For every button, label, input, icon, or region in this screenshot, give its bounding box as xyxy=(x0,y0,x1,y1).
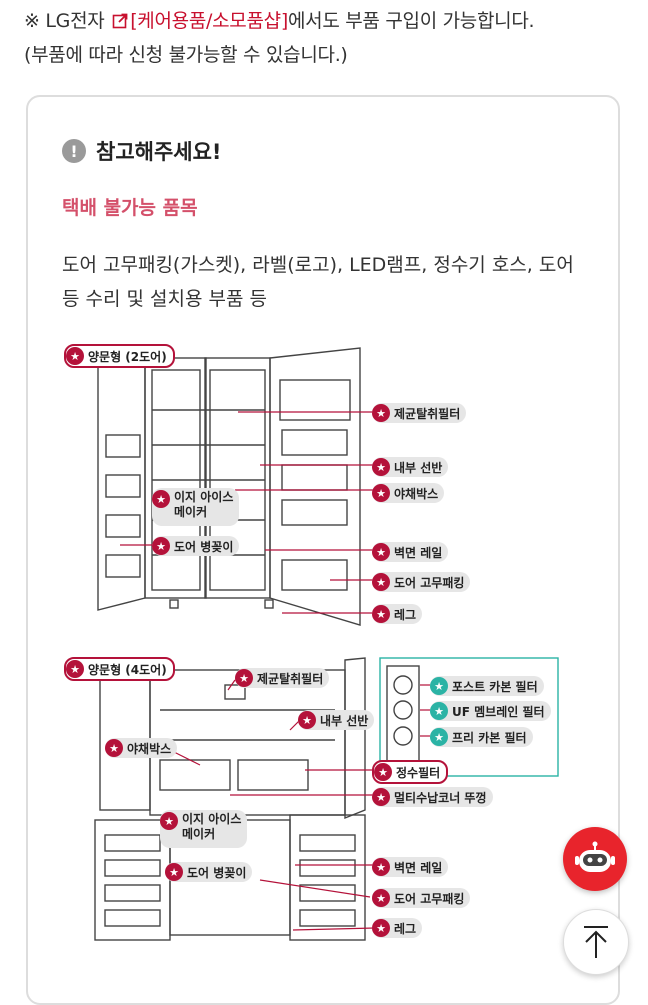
star-icon: ★ xyxy=(152,537,170,555)
star-icon: ★ xyxy=(152,490,170,508)
star-icon: ★ xyxy=(430,702,448,720)
intro-text: ※ LG전자 [케어용품/소모품샵]에서도 부품 구입이 가능합니다. (부품에… xyxy=(24,4,535,72)
callout-4door-leg: ★레그 xyxy=(372,918,423,938)
callout-4door-gasket: ★도어 고무패킹 xyxy=(372,888,471,908)
callout-2door-bottle: ★도어 병꽂이 xyxy=(152,536,240,556)
arrow-up-icon xyxy=(584,926,608,958)
star-icon: ★ xyxy=(372,484,390,502)
callout-2door-title: ★양문형 (2도어) xyxy=(64,344,175,368)
star-icon: ★ xyxy=(372,543,390,561)
star-icon: ★ xyxy=(160,812,178,830)
star-icon: ★ xyxy=(66,660,84,678)
fridge-illustration xyxy=(94,347,559,941)
callout-2door-veg: ★야채박스 xyxy=(372,483,445,503)
external-link-icon[interactable] xyxy=(112,13,128,29)
star-icon: ★ xyxy=(298,711,316,729)
star-icon: ★ xyxy=(372,858,390,876)
notice-heading: ! 참고해주세요! xyxy=(62,136,222,166)
callout-2door-filter: ★제균탈취필터 xyxy=(372,403,467,423)
chatbot-icon xyxy=(575,841,615,872)
star-icon: ★ xyxy=(66,347,84,365)
callout-4door-shelf: ★내부 선반 xyxy=(298,710,375,730)
star-icon: ★ xyxy=(372,889,390,907)
callout-2door-leg: ★레그 xyxy=(372,604,423,624)
callout-2door-rail: ★벽면 레일 xyxy=(372,542,449,562)
star-icon: ★ xyxy=(372,573,390,591)
notice-title: 참고해주세요! xyxy=(96,140,222,164)
star-icon: ★ xyxy=(105,739,123,757)
star-icon: ★ xyxy=(235,669,253,687)
callout-4door-rail: ★벽면 레일 xyxy=(372,857,449,877)
star-icon: ★ xyxy=(372,605,390,623)
callout-2door-shelf: ★내부 선반 xyxy=(372,457,449,477)
callout-4door-multi: ★멀티수납코너 뚜껑 xyxy=(372,787,493,807)
callout-4door-bottle: ★도어 병꽂이 xyxy=(165,862,253,882)
callout-4door-pre: ★프리 카본 필터 xyxy=(430,727,533,747)
star-icon: ★ xyxy=(374,763,392,781)
callout-4door-water: ★정수필터 xyxy=(372,760,449,784)
star-icon: ★ xyxy=(372,458,390,476)
star-icon: ★ xyxy=(372,788,390,806)
notice-subtitle: 택배 불가능 품목 xyxy=(62,197,198,219)
scroll-top-button[interactable] xyxy=(563,909,629,975)
exclamation-icon: ! xyxy=(62,139,86,163)
chatbot-button[interactable] xyxy=(563,827,627,891)
callout-2door-gasket: ★도어 고무패킹 xyxy=(372,572,471,592)
notice-description: 도어 고무패킹(가스켓), 라벨(로고), LED램프, 정수기 호스, 도어 … xyxy=(62,254,574,310)
intro-line-1: ※ LG전자 [케어용품/소모품샵]에서도 부품 구입이 가능합니다. xyxy=(24,10,535,32)
star-icon: ★ xyxy=(372,919,390,937)
callout-4door-filter: ★제균탈취필터 xyxy=(235,668,330,688)
callout-4door-veg: ★야채박스 xyxy=(105,738,178,758)
star-icon: ★ xyxy=(165,863,183,881)
care-shop-link[interactable]: [케어용품/소모품샵] xyxy=(130,10,288,32)
intro-line-2: (부품에 따라 신청 불가능할 수 있습니다.) xyxy=(24,44,348,66)
star-icon: ★ xyxy=(372,404,390,422)
callout-2door-ice: ★이지 아이스 메이커 xyxy=(152,488,240,526)
callout-4door-title: ★양문형 (4도어) xyxy=(64,657,175,681)
star-icon: ★ xyxy=(430,728,448,746)
callout-4door-uf: ★UF 멤브레인 필터 xyxy=(430,701,551,721)
star-icon: ★ xyxy=(430,677,448,695)
fridge-diagram: ★양문형 (2도어) ★제균탈취필터 ★내부 선반 ★야채박스 ★이지 아이스 … xyxy=(60,340,570,959)
callout-4door-post: ★포스트 카본 필터 xyxy=(430,676,544,696)
callout-4door-ice: ★이지 아이스 메이커 xyxy=(160,810,248,848)
